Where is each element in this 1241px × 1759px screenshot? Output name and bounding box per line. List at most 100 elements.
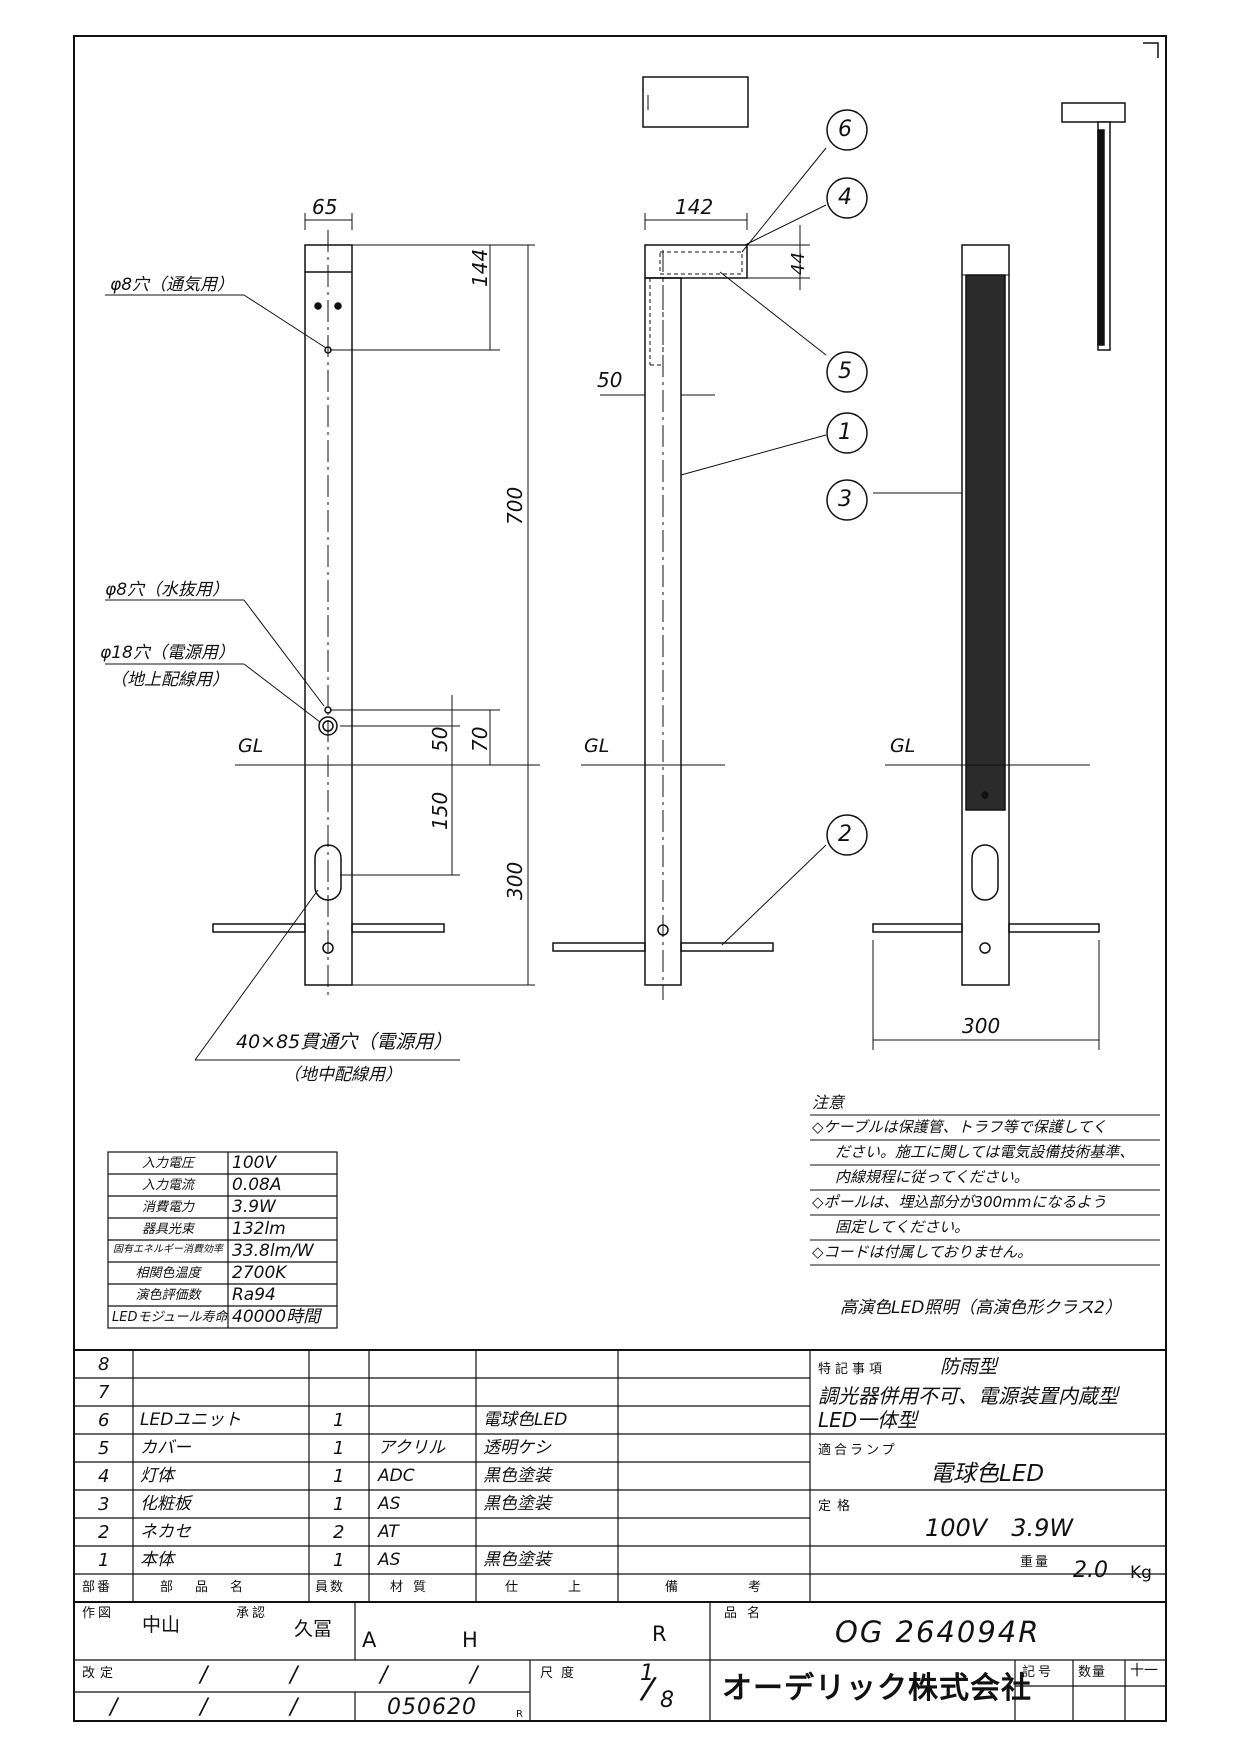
dim-150: 150 — [428, 791, 452, 830]
drawn-name: 中山 — [142, 1614, 181, 1636]
weight-unit: Kg — [1130, 1563, 1152, 1583]
header-finish: 仕上 — [505, 1580, 632, 1595]
notes-footer: 高演色LED照明（高演色形クラス2） — [840, 1298, 1122, 1318]
part-no: 2 — [98, 1522, 110, 1543]
part-no: 4 — [98, 1466, 110, 1487]
sheet-border — [73, 35, 1167, 1722]
spec-value: 132lm — [232, 1219, 286, 1239]
revision-label: 改定 — [82, 1666, 119, 1681]
company-name: オーデリック株式会社 — [722, 1671, 1032, 1706]
dim-700: 700 — [503, 486, 527, 525]
power-hole-sub: （地上配線用） — [110, 670, 229, 690]
dim-300-front: 300 — [503, 861, 527, 900]
front-width-dim: 65 — [312, 195, 338, 219]
side-dim-50: 50 — [597, 368, 623, 392]
part-material: AS — [378, 1550, 401, 1570]
header-remarks: 備考 — [665, 1580, 832, 1595]
special-line2: 調光器併用不可、電源装置内蔵型 — [818, 1384, 1118, 1408]
revision-slash: / — [470, 1663, 478, 1688]
part-name: ネカセ — [140, 1522, 191, 1542]
part-qty: 1 — [333, 1410, 345, 1431]
callout-6: 6 — [838, 117, 852, 142]
part-material: ADC — [378, 1466, 415, 1486]
weight-label: 重量 — [1020, 1555, 1051, 1570]
part-qty: 1 — [333, 1438, 345, 1459]
header-name: 部品名 — [160, 1580, 266, 1595]
part-name: 灯体 — [140, 1466, 174, 1486]
part-no: 8 — [98, 1354, 110, 1375]
scale-label: 尺度 — [540, 1666, 583, 1681]
spec-value: 100V — [232, 1153, 277, 1173]
callout-1: 1 — [838, 420, 852, 445]
corner-mark — [1143, 42, 1159, 58]
lamp-value: 電球色LED — [930, 1461, 1045, 1487]
through-hole-sub: （地中配線用） — [283, 1065, 402, 1085]
product-code: OG 264094R — [835, 1615, 1041, 1649]
gl-front: GL — [238, 735, 264, 757]
spec-label: 固有エネルギー消費効率 — [113, 1244, 223, 1255]
part-finish: 黒色塗装 — [483, 1550, 551, 1570]
rear-decor-panel — [965, 274, 1006, 811]
special-value: 防雨型 — [940, 1356, 998, 1378]
revision-slash: / — [290, 1663, 298, 1688]
symbol-label: 記号 — [1022, 1665, 1055, 1680]
rear-view — [872, 102, 1126, 1050]
part-name: 本体 — [140, 1550, 174, 1570]
special-label: 特記事項 — [818, 1362, 887, 1377]
spec-table-grid — [107, 1151, 338, 1329]
header-material: 材質 — [390, 1580, 437, 1595]
revision-date: 050620 — [387, 1695, 477, 1720]
approved-name: 久冨 — [294, 1618, 333, 1640]
spec-value: 0.08A — [232, 1175, 282, 1195]
part-no: 5 — [98, 1438, 110, 1459]
dim-70: 70 — [468, 726, 492, 752]
grade-h: H — [462, 1628, 478, 1652]
part-no: 1 — [98, 1550, 110, 1571]
spec-label: 消費電力 — [141, 1200, 194, 1215]
spec-label: LEDモジュール寿命 — [112, 1310, 228, 1325]
dim-144: 144 — [468, 248, 492, 287]
drawn-label: 作図 — [82, 1606, 115, 1621]
rating-label: 定格 — [818, 1499, 857, 1514]
part-material: AT — [378, 1522, 399, 1542]
note-line-3: 内線規程に従ってください。 — [835, 1168, 1029, 1186]
spec-value: 2700K — [232, 1263, 287, 1283]
dim-50: 50 — [428, 726, 452, 752]
sheet-mark: 十一 — [1130, 1663, 1158, 1679]
note-line-2: ださい。施工に関しては電気設備技術基準、 — [835, 1143, 1135, 1161]
callout-3: 3 — [838, 487, 852, 512]
lamp-label: 適合ランプ — [818, 1443, 898, 1458]
part-name: LEDユニット — [140, 1410, 242, 1430]
vent-hole-label: φ8穴（通気用） — [110, 275, 235, 295]
part-qty: 2 — [333, 1522, 345, 1543]
revision-date-suffix: R — [516, 1709, 523, 1720]
gl-rear: GL — [890, 735, 916, 757]
front-view — [105, 213, 540, 1061]
header-no: 部番 — [82, 1580, 113, 1595]
part-material: AS — [378, 1494, 401, 1514]
spec-value: Ra94 — [232, 1285, 276, 1305]
part-no: 7 — [98, 1382, 110, 1403]
gl-side: GL — [584, 735, 610, 757]
grade-r: R — [652, 1622, 667, 1646]
grade-a: A — [362, 1628, 377, 1652]
spec-label: 入力電流 — [141, 1178, 194, 1193]
note-line-6: ◇コードは付属しておりません。 — [812, 1243, 1033, 1261]
spec-label: 演色評価数 — [135, 1288, 201, 1303]
part-no: 3 — [98, 1494, 110, 1515]
rear-dim-300: 300 — [962, 1014, 1001, 1038]
spec-label: 相関色温度 — [135, 1266, 201, 1281]
header-qty: 員数 — [315, 1580, 346, 1595]
part-qty: 1 — [333, 1494, 345, 1515]
spec-label: 入力電圧 — [141, 1156, 194, 1171]
callout-5: 5 — [838, 359, 852, 384]
side-view — [552, 76, 868, 1000]
scale-numerator: 1 — [640, 1661, 654, 1686]
parts-table-grid — [74, 1349, 1166, 1721]
revision-slash: / — [290, 1695, 298, 1720]
spec-value: 3.9W — [232, 1197, 276, 1217]
part-finish: 黒色塗装 — [483, 1466, 551, 1486]
revision-slash: / — [200, 1695, 208, 1720]
spec-label: 器具光束 — [141, 1222, 194, 1237]
